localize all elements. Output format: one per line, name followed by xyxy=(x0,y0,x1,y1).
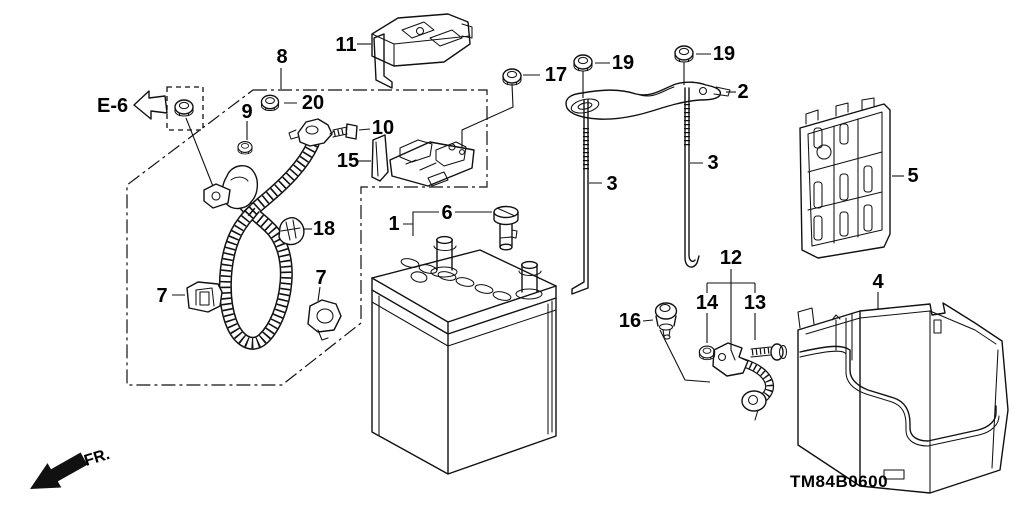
callout-battery-sensor: 16 xyxy=(619,310,641,332)
cable-group-boundary xyxy=(126,89,488,386)
callout-bracket-plate: 15 xyxy=(337,150,359,172)
cable-clamp-left-drawing xyxy=(186,281,223,313)
cable-assembly-drawing xyxy=(203,118,335,350)
callout-fuse-box: 11 xyxy=(335,34,356,56)
holddown-bracket-drawing xyxy=(565,81,731,120)
fr-direction-marker: FR. xyxy=(30,446,112,489)
callout-terminal-bolt: 10 xyxy=(372,117,394,139)
bracket-nut-left-drawing xyxy=(573,54,593,72)
e6-nut-drawing xyxy=(174,99,194,117)
callout-cable-clamp-right: 7 xyxy=(315,267,326,289)
battery-box-drawing xyxy=(797,302,1009,494)
relay-block-drawing xyxy=(371,134,475,187)
bracket-nut-right-drawing xyxy=(674,45,694,63)
leader-lines xyxy=(172,43,904,383)
battery-bolt-drawing xyxy=(493,205,519,251)
callout-ground-bolt: 13 xyxy=(744,292,766,314)
bracket-15-drawing xyxy=(371,134,389,182)
rod-left-drawing xyxy=(571,99,589,295)
solid-front-direction-arrow-icon xyxy=(30,452,88,489)
ground-cable-drawing xyxy=(712,342,775,421)
callout-terminal-nut: 9 xyxy=(241,101,252,123)
callout-cable-assembly: 8 xyxy=(276,46,287,68)
callout-ground-cable: 12 xyxy=(720,247,742,269)
ring-terminal-drawing xyxy=(203,183,231,209)
callout-harness-clip: 18 xyxy=(313,218,335,240)
e6-reference: E-6 xyxy=(97,86,217,195)
fuse-box-drawing xyxy=(371,13,473,89)
battery-terminal-left xyxy=(430,235,458,278)
e6-dashed-box xyxy=(166,86,204,131)
terminal-bolt-drawing xyxy=(332,123,358,140)
nut-17-drawing xyxy=(502,68,522,86)
nut-9-drawing xyxy=(237,140,253,155)
open-left-arrow-icon xyxy=(133,90,168,120)
battery-drawing xyxy=(371,235,557,475)
battery-tray-drawing xyxy=(799,97,891,259)
battery-terminal-right xyxy=(515,260,543,300)
callout-battery-bolt: 6 xyxy=(441,202,452,224)
callout-battery-box: 4 xyxy=(872,271,884,293)
callout-battery: 1 xyxy=(388,213,399,235)
callout-ground-nut: 14 xyxy=(696,292,719,314)
callout-labels: 8 11 17 19 19 2 3 3 5 20 9 10 15 1 6 18 … xyxy=(156,34,918,332)
callout-rod-right: 3 xyxy=(707,152,718,174)
callout-cable-clamp-left: 7 xyxy=(156,285,167,307)
fr-label: FR. xyxy=(82,446,112,470)
nut-20-drawing xyxy=(260,94,280,112)
callout-rod-left: 3 xyxy=(606,173,617,195)
harness-clip-drawing xyxy=(278,217,305,246)
callout-bracket-nut-left: 19 xyxy=(612,52,634,74)
e6-label: E-6 xyxy=(97,95,128,117)
battery-vent-caps xyxy=(400,258,512,301)
callout-battery-tray: 5 xyxy=(907,165,918,187)
diagram-code: TM84B0600 xyxy=(790,472,888,491)
battery-sensor-drawing xyxy=(654,302,678,340)
cable-clamp-right-drawing xyxy=(307,299,342,341)
callout-holddown-bracket: 2 xyxy=(737,81,748,103)
callout-cable-nut: 20 xyxy=(302,92,324,114)
callout-bracket-nut-right: 19 xyxy=(713,43,735,65)
terminal-fitting-drawing xyxy=(288,118,335,147)
ground-bolt-drawing xyxy=(750,343,788,361)
rod-right-drawing xyxy=(684,87,700,268)
callout-stud-nut: 17 xyxy=(545,64,567,86)
ground-nut-drawing xyxy=(698,345,716,361)
